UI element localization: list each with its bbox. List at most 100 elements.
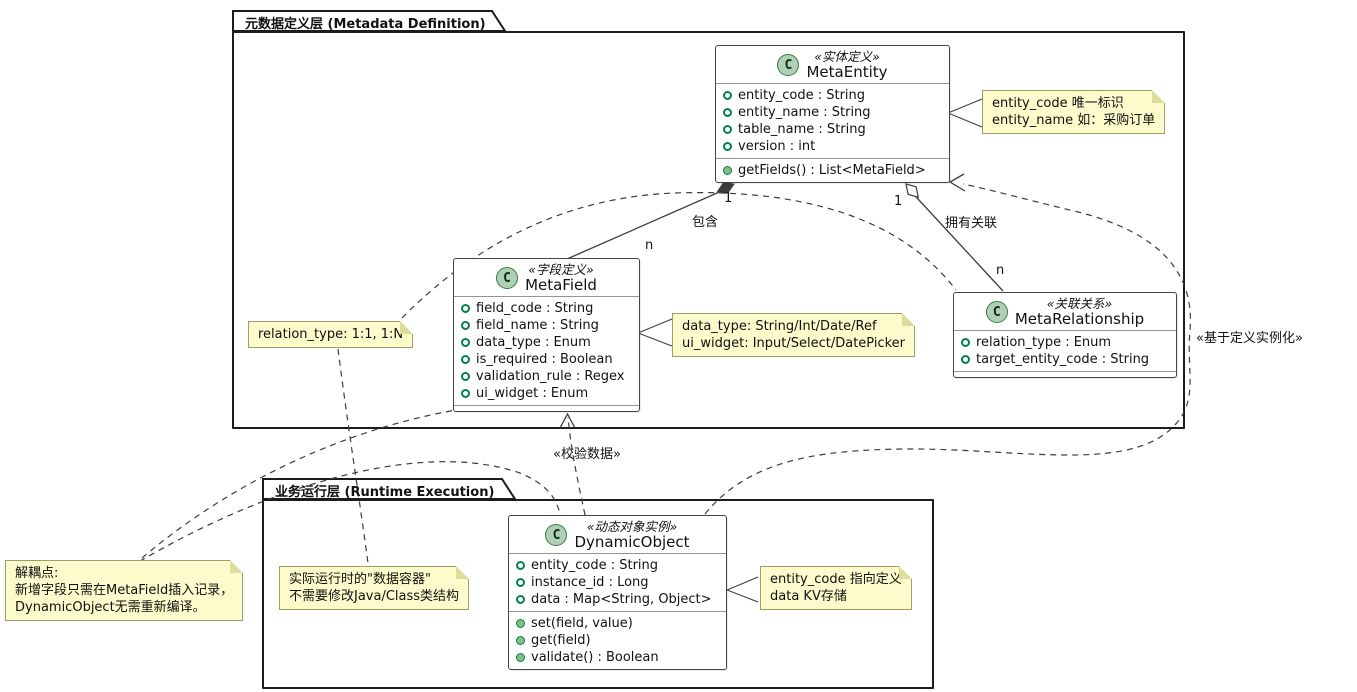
attribute-text: validation_rule : Regex (476, 369, 625, 385)
field-visibility-icon (961, 338, 970, 348)
field-visibility-icon (516, 595, 525, 605)
attribute-row: entity_code : String (509, 557, 726, 574)
note-connector-decouple-to-metafield (141, 408, 463, 559)
attribute-row: ui_widget : Enum (454, 385, 639, 402)
class-icon: C (545, 524, 568, 547)
note-connector-decouple-to-dynamicobject (129, 461, 561, 568)
attribute-text: instance_id : Long (531, 575, 649, 591)
field-visibility-icon (723, 91, 732, 101)
field-visibility-icon (461, 389, 470, 399)
attribute-text: table_name : String (738, 122, 866, 138)
edge-owns-line (905, 185, 1004, 292)
edge-validates-line (567, 416, 586, 516)
package-title-metadata: 元数据定义层 (Metadata Definition) (245, 17, 486, 32)
composition-diamond-icon (716, 182, 735, 194)
method-text: get(field) (531, 633, 591, 649)
attribute-text: field_code : String (476, 301, 594, 317)
mult-owns-target: n (996, 263, 1005, 278)
edge-instantiates-line (704, 183, 1192, 515)
mult-contains-source: 1 (724, 191, 733, 206)
field-visibility-icon (461, 338, 470, 348)
method-visibility-icon (516, 636, 525, 646)
package-tab-runtime (262, 478, 517, 500)
class-dynamicobject: C «动态对象实例» DynamicObject entity_code : S… (508, 515, 727, 671)
edge-label-owns: 拥有关联 (945, 216, 998, 231)
class-header: C «字段定义» MetaField (454, 259, 639, 298)
attribute-row: entity_name : String (716, 104, 949, 121)
methods-section-empty (954, 372, 1176, 377)
note-line: entity_code 指向定义 (770, 572, 902, 587)
attributes-section: entity_code : String instance_id : Long … (509, 554, 726, 613)
note-line: data_type: String/Int/Date/Ref (682, 319, 877, 334)
edge-label-instantiates: «基于定义实例化» (1196, 331, 1303, 346)
field-visibility-icon (961, 355, 970, 365)
class-stereotype: «关联关系» (1046, 296, 1113, 311)
attribute-text: relation_type : Enum (976, 335, 1112, 351)
method-visibility-icon (723, 166, 732, 176)
field-visibility-icon (461, 355, 470, 365)
instantiates-arrowhead-icon (948, 173, 966, 192)
attribute-row: entity_code : String (716, 87, 949, 104)
class-stereotype: «字段定义» (528, 262, 594, 277)
attribute-row: instance_id : Long (509, 574, 726, 591)
field-visibility-icon (461, 372, 470, 382)
validates-arrowhead-icon (559, 412, 576, 429)
attribute-row: is_required : Boolean (454, 351, 639, 368)
attribute-row: relation_type : Enum (954, 334, 1176, 351)
class-stereotype: «动态对象实例» (586, 519, 678, 534)
note-line: entity_code 唯一标识 (992, 96, 1124, 111)
note-runtime-container: 实际运行时的"数据容器" 不需要修改Java/Class类结构 (279, 566, 470, 610)
method-visibility-icon (516, 619, 525, 629)
class-metarelationship: C «关联关系» MetaRelationship relation_type … (953, 292, 1177, 379)
attribute-text: data : Map<String, Object> (531, 592, 712, 608)
attribute-text: entity_code : String (531, 558, 659, 574)
method-text: set(field, value) (531, 616, 633, 632)
class-name: MetaField (525, 275, 597, 294)
field-visibility-icon (723, 108, 732, 118)
note-data-type: data_type: String/Int/Date/Ref ui_widget… (672, 313, 916, 357)
note-entity-code: entity_code 唯一标识 entity_name 如：采购订单 (982, 90, 1166, 134)
edge-contains-line (566, 185, 734, 260)
method-row: validate() : Boolean (509, 649, 726, 666)
class-metafield: C «字段定义» MetaField field_code : String f… (453, 258, 640, 413)
attributes-section: relation_type : Enum target_entity_code … (954, 331, 1176, 373)
edge-label-contains: 包含 (692, 215, 719, 230)
mult-contains-target: n (645, 238, 654, 253)
note-relation-type: relation_type: 1:1, 1:N (248, 321, 414, 348)
edge-label-validates: «校验数据» (553, 447, 621, 462)
note-line: relation_type: 1:1, 1:N (258, 327, 404, 342)
attribute-row: validation_rule : Regex (454, 368, 639, 385)
attribute-text: entity_name : String (738, 105, 871, 121)
class-icon: C (496, 267, 519, 290)
method-row: set(field, value) (509, 615, 726, 632)
method-row: get(field) (509, 632, 726, 649)
note-kv: entity_code 指向定义 data KV存储 (760, 566, 912, 610)
method-text: validate() : Boolean (531, 650, 659, 666)
attribute-row: field_code : String (454, 300, 639, 317)
attribute-text: field_name : String (476, 318, 599, 334)
attribute-text: is_required : Boolean (476, 352, 613, 368)
attributes-section: field_code : String field_name : String … (454, 297, 639, 407)
attribute-row: table_name : String (716, 121, 949, 138)
methods-section: getFields() : List<MetaField> (716, 159, 949, 182)
attribute-row: field_name : String (454, 317, 639, 334)
class-icon: C (985, 301, 1008, 324)
method-row: getFields() : List<MetaField> (716, 162, 949, 179)
attribute-text: ui_widget : Enum (476, 386, 589, 402)
class-header: C «关联关系» MetaRelationship (954, 293, 1176, 332)
note-line: entity_name 如：采购订单 (992, 113, 1156, 128)
note-pointer-entity-code (946, 98, 983, 128)
attribute-row: version : int (716, 138, 949, 155)
note-line: 新增字段只需在MetaField插入记录， (15, 583, 234, 598)
field-visibility-icon (723, 125, 732, 135)
note-line: data KV存储 (770, 589, 847, 604)
note-line: ui_widget: Input/Select/DatePicker (682, 336, 906, 351)
field-visibility-icon (723, 142, 732, 152)
method-visibility-icon (516, 653, 525, 663)
method-text: getFields() : List<MetaField> (738, 163, 926, 179)
attribute-text: target_entity_code : String (976, 352, 1150, 368)
mult-owns-source: 1 (894, 194, 903, 209)
package-tab-metadata (232, 10, 507, 32)
note-line: DynamicObject无需重新编译。 (15, 600, 206, 615)
